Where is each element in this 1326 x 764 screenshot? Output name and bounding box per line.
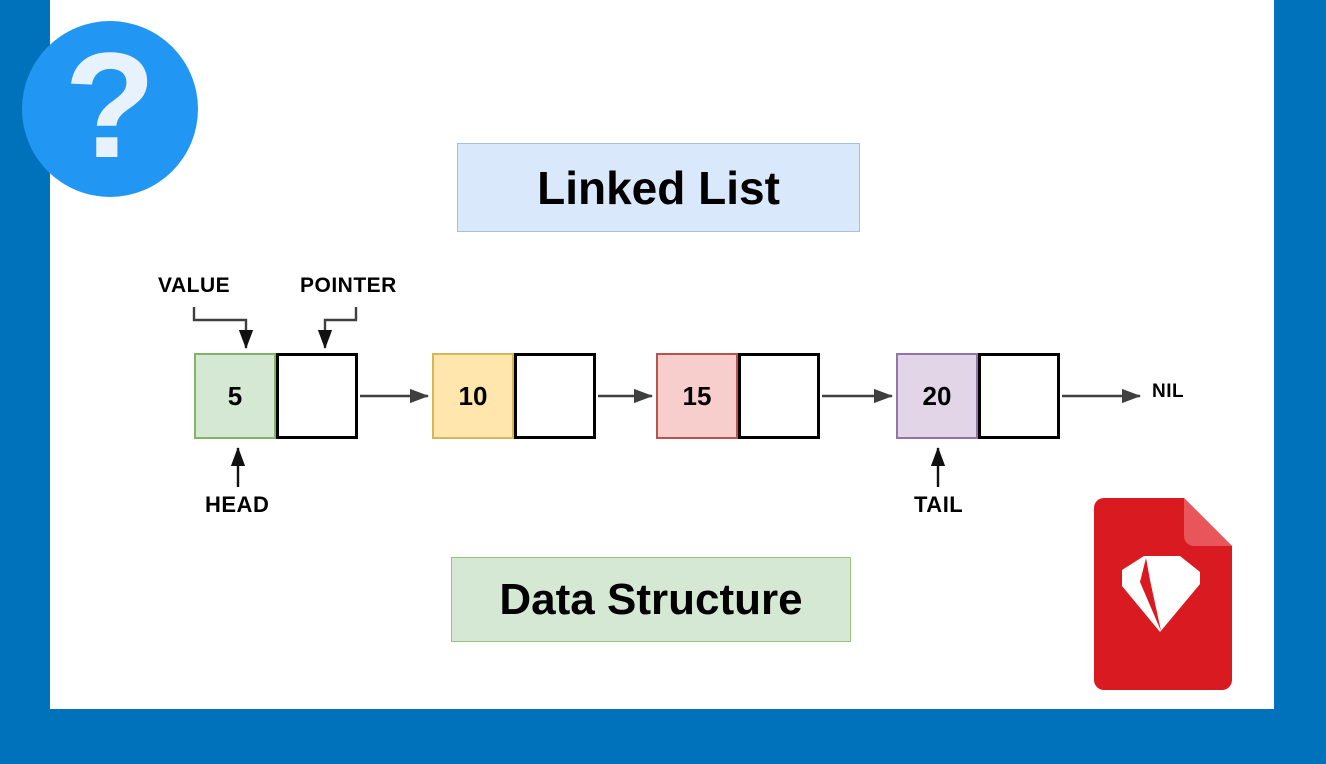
file-fold-shape xyxy=(1184,498,1232,546)
gem-shape xyxy=(1122,556,1200,632)
tail-label: TAIL xyxy=(914,492,964,517)
node-value-text: 15 xyxy=(682,380,712,411)
ruby-gem-file-icon xyxy=(1094,498,1232,690)
subtitle-banner: Data Structure xyxy=(451,557,851,642)
node-value-text: 20 xyxy=(922,380,952,411)
gem-facet-line xyxy=(1140,558,1161,631)
pointer-label: POINTER xyxy=(300,274,397,297)
list-node: 10 xyxy=(432,353,596,439)
list-node: 15 xyxy=(656,353,820,439)
node-pointer-cell xyxy=(514,353,596,439)
node-pointer-cell xyxy=(276,353,358,439)
title-text: Linked List xyxy=(537,161,780,214)
node-value-text: 5 xyxy=(227,380,243,411)
node-value-cell: 5 xyxy=(194,353,276,439)
question-mark-icon: ? xyxy=(22,21,198,197)
head-label: HEAD xyxy=(205,492,270,517)
question-mark-glyph: ? xyxy=(64,21,156,189)
node-value-cell: 10 xyxy=(432,353,514,439)
value-label: VALUE xyxy=(158,274,231,297)
node-value-text: 10 xyxy=(458,380,488,411)
title-banner: Linked List xyxy=(457,143,860,232)
nil-terminator-label: NIL xyxy=(1152,381,1185,402)
node-pointer-cell xyxy=(978,353,1060,439)
list-node: 5 xyxy=(194,353,358,439)
node-pointer-cell xyxy=(738,353,820,439)
subtitle-text: Data Structure xyxy=(499,574,803,624)
list-node: 20 xyxy=(896,353,1060,439)
node-value-cell: 20 xyxy=(896,353,978,439)
node-value-cell: 15 xyxy=(656,353,738,439)
